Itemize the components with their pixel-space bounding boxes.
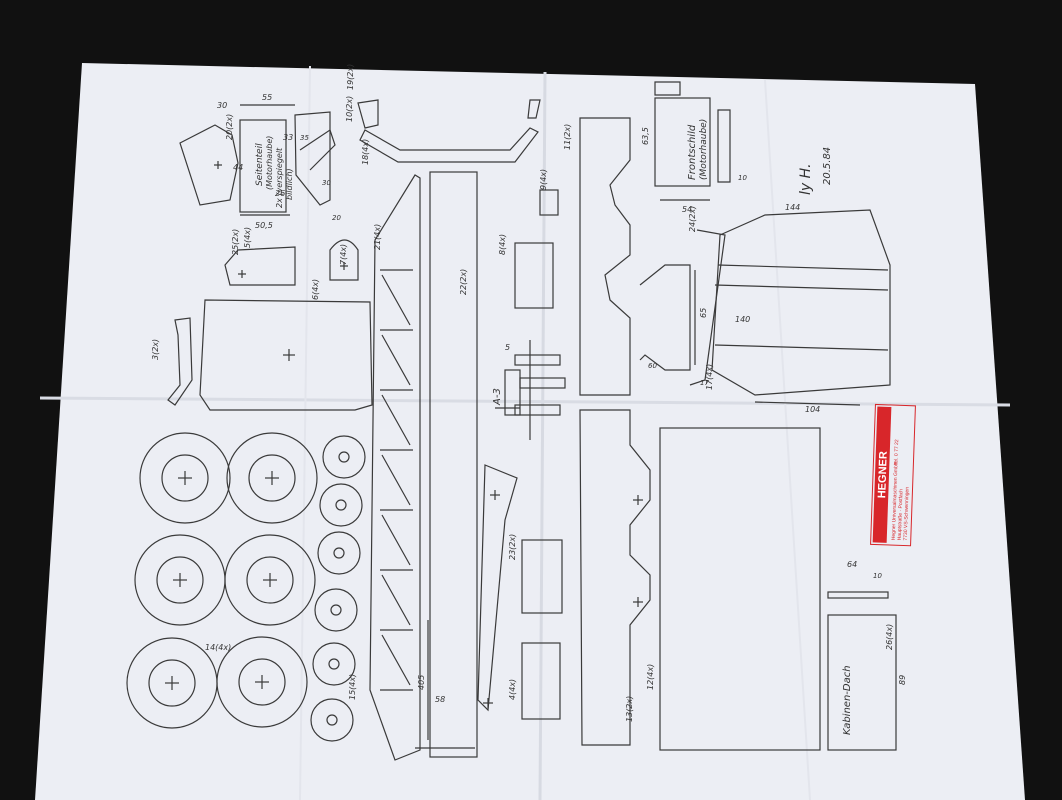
part-20: 20(2x) [225,114,234,140]
dim-26: 26 [275,189,285,198]
dim-144: 144 [785,203,800,212]
stamp-line3: Tel. 0 77 22 [893,439,900,465]
part-23: 23(2x) [508,534,517,560]
part-26: 26(4x) [885,624,894,650]
part-19: 19(2x) [346,64,355,90]
part-large-plate [659,427,821,751]
stamp-brand-bg [872,406,892,543]
dim-140: 140 [735,315,750,324]
part-6: 6(4x) [311,279,320,300]
drawing [126,81,897,761]
dim-50-5: 50,5 [255,221,273,230]
stamp-brand: HEGNER [876,451,890,499]
fold-line-right [764,79,811,800]
part-11: 11(2x) [563,124,572,150]
cabin-roof-label: Kabinen-Dach [842,665,853,735]
part-18: 18(4x) [361,139,370,165]
part-14: 14(4x) [205,643,231,652]
part-21: 21(4x) [373,224,382,250]
hegner-stamp: HEGNER Hegner Universalmaschinen GmbH Ha… [870,403,916,547]
dim-20: 20 [332,214,341,222]
dim-10: 10 [738,174,747,182]
dim-58: 58 [435,695,445,704]
sidepart-title: Seitenteil [255,143,265,186]
part-13: 13(2x) [625,696,634,722]
dim-104: 104 [805,405,820,414]
dim-44: 44 [233,163,243,172]
dim-64: 64 [847,560,857,569]
part-8: 8(4x) [498,234,507,255]
fold-line-left [299,65,311,800]
stamp-border [870,403,916,547]
date-label: 20.5.84 [822,147,833,185]
dim-17: 17 [700,379,709,387]
dim-89: 89 [898,675,907,685]
stamp-line2: Hauptstraße · Postfach [897,489,905,541]
part-4: 4(4x) [508,679,517,700]
part-25: 25(2x) [231,229,240,255]
sidepart-note2: 2x (verspiegelt [275,147,284,208]
dim-60: 60 [648,362,657,370]
part-sidepanel [239,119,287,213]
dim-63-5: 63,5 [641,127,650,145]
part-12a: 12(4x) [646,664,655,690]
part-3: 3(2x) [151,339,160,360]
signature: ly H. [798,163,814,195]
dim-30: 30 [217,101,227,110]
front-note: (Motorhaube) [699,119,709,180]
dim-10b: 10 [873,572,882,580]
dim-5: 5 [505,343,510,352]
part-24: 24(2x) [688,206,697,232]
stamp-line1: Hegner Universalmaschinen GmbH [891,461,900,540]
stamp-line4: 7730 VS-Schwenningen [903,487,911,541]
part-pentagon [179,124,239,206]
annotations: Seitenteil (Motorhaube) 2x (verspiegelt … [151,64,907,735]
part-17: 17(4x) [705,364,714,390]
dim-55: 55 [262,93,272,102]
dim-65: 65 [699,308,708,318]
dim-35: 35 [300,134,309,142]
dim-30b: 30 [322,179,331,187]
sidepart-note1: (Motorhaube) [265,136,274,190]
part-long-bar [429,171,478,758]
part-15: 15(4x) [348,674,357,700]
part-22: 22(2x) [459,269,468,295]
dim-33: 33 [283,133,293,142]
sidepart-note3: bildlich) [285,168,294,200]
dim-405: 405 [417,675,426,690]
dim-54: 54 [682,205,692,214]
fold-line-horizontal [39,396,1011,407]
front-title: Frontschild [687,124,698,180]
fold-line-vertical [538,71,547,800]
a3-label: A-3 [492,388,503,406]
part-10: 10(2x) [345,96,354,122]
part-5: 5(4x) [243,227,252,248]
part-9: 9(4x) [539,169,548,190]
part-7: 7(4x) [339,244,348,265]
